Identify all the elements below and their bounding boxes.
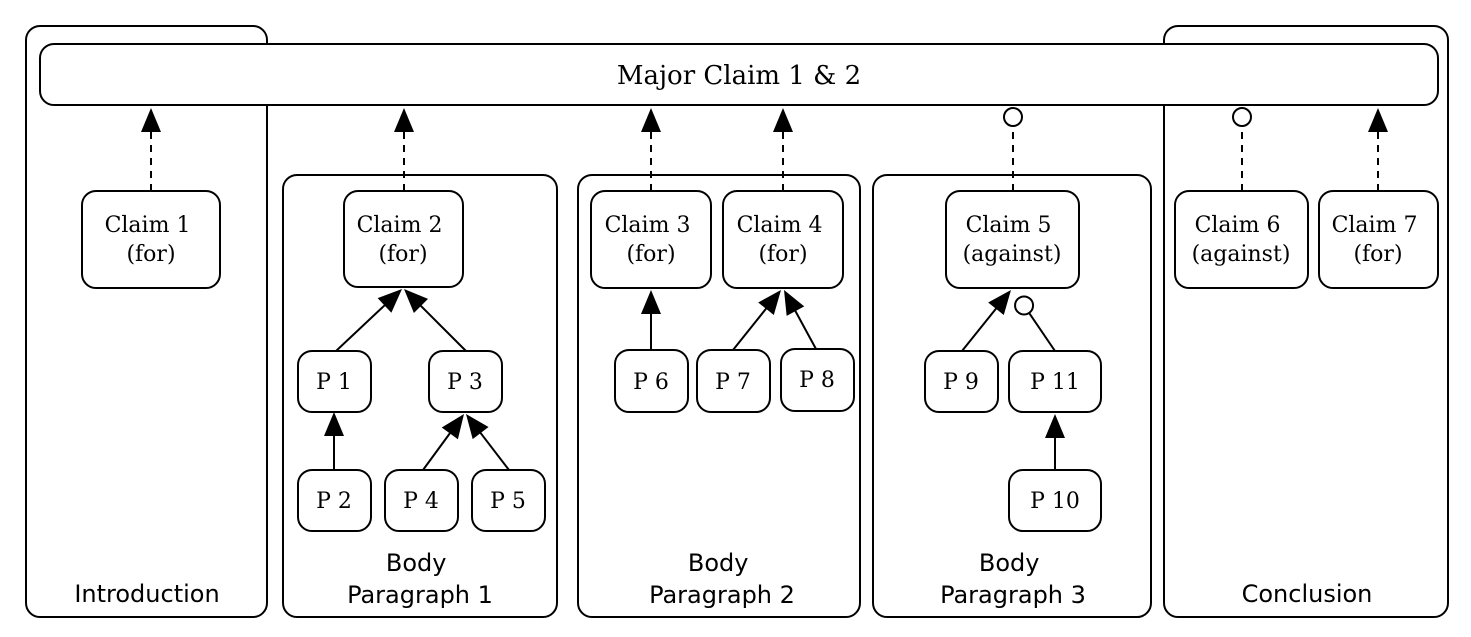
edge-p11-c5 [1014,295,1056,352]
section-conclusion [1163,25,1449,618]
edge-p5-p3 [466,414,510,471]
premise-3-box [428,350,503,413]
support-arrowhead [404,289,429,314]
premise-2-label: P 2 [316,489,352,514]
edge-p9-c5 [961,290,1011,352]
premise-5-box [471,469,546,532]
attack-circle-head [1014,295,1035,316]
edge-c1-major [141,108,161,191]
premise-7-box [696,349,771,413]
section-conclusion-label: Conclusion [1242,580,1373,608]
section-introduction-label: Introduction [74,580,219,608]
edge-c4-major [773,108,793,191]
edge-p7-c4 [732,290,781,351]
edge-c6-major [1232,107,1252,191]
premise-3-label: P 3 [447,370,483,395]
edge-line [793,308,817,350]
premise-10-box [1008,469,1102,532]
attack-circle-head [1003,107,1023,127]
premise-8-box [780,348,855,412]
claim-3-label: Claim 3 (for) [605,213,698,267]
support-arrowhead [441,414,464,440]
premise-4-label: P 4 [403,489,439,514]
edge-p3-c2 [404,289,467,352]
edge-line [732,306,769,351]
premise-11-box [1008,350,1102,413]
premise-11-label: P 11 [1030,370,1080,395]
claim-5-box [945,190,1080,289]
edge-c2-major [394,108,414,191]
support-arrowhead [784,290,805,316]
premise-9-label: P 9 [943,370,979,395]
support-arrowhead [141,108,161,132]
major-claim-box [39,43,1439,106]
claim-7-box [1318,190,1439,289]
section-body-paragraph-2 [577,174,861,618]
claim-5-label: Claim 5 (against) [963,213,1062,267]
claim-2-label: Claim 2 (for) [357,213,450,267]
attack-circle-head [1232,107,1252,127]
premise-6-box [614,349,689,413]
premise-7-label: P 7 [715,370,751,395]
premise-6-label: P 6 [633,370,669,395]
support-arrowhead [324,412,344,436]
claim-1-label: Claim 1 (for) [105,213,198,267]
edge-line [961,306,999,352]
premise-9-box [924,350,999,413]
edge-c3-major [641,108,661,191]
claim-7-label: Claim 7 (for) [1332,213,1425,267]
premise-8-label: P 8 [799,368,835,393]
relation-edges [141,107,1388,471]
edge-line [1028,312,1056,352]
premise-2-box [297,469,372,532]
support-arrowhead [377,289,402,313]
edge-line [478,430,510,471]
major-claim-label: Major Claim 1 & 2 [617,61,861,91]
edge-p6-c3 [641,290,661,350]
premise-4-box [384,469,459,532]
support-arrowhead [773,108,793,132]
edge-p4-p3 [422,414,464,471]
support-arrowhead [466,414,489,440]
premise-1-label: P 1 [316,370,352,395]
claim-6-box [1174,190,1309,289]
support-arrowhead [641,290,661,314]
claim-3-box [590,190,712,289]
section-body-paragraph-1 [282,174,558,618]
edge-p10-p11 [1045,414,1065,470]
support-arrowhead [988,290,1011,315]
edge-line [335,303,387,352]
support-arrowhead [1045,414,1065,438]
support-arrowhead [1368,108,1388,132]
support-arrowhead [641,108,661,132]
edge-p1-c2 [335,289,402,352]
section-body-paragraph-2-label: Body Paragraph 2 [649,549,795,609]
edge-line [422,431,452,471]
claim-2-box [343,190,464,288]
section-introduction [25,25,268,618]
premise-1-box [297,350,372,413]
edge-line [418,303,467,352]
claim-4-box [722,190,844,289]
support-arrowhead [394,108,414,132]
section-body-paragraph-1-label: Body Paragraph 1 [347,549,493,609]
premise-10-label: P 10 [1030,489,1080,514]
premise-5-label: P 5 [490,489,526,514]
claim-1-box [81,190,221,289]
support-arrowhead [758,290,781,315]
edge-p2-p1 [324,412,344,470]
edge-c5-major [1003,107,1023,191]
edge-c7-major [1368,108,1388,191]
edge-p8-c4 [784,290,817,350]
claim-6-label: Claim 6 (against) [1192,213,1291,267]
claim-4-label: Claim 4 (for) [737,213,830,267]
section-body-paragraph-3-label: Body Paragraph 3 [940,549,1086,609]
